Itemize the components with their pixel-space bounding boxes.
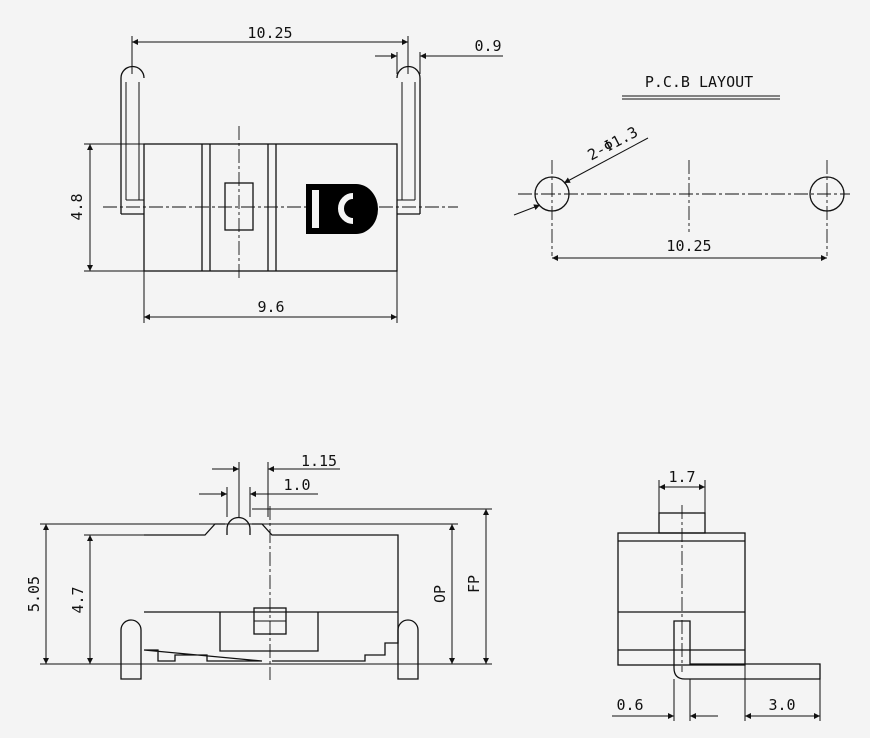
side-view: 1.7 0.6 3.0 — [612, 468, 821, 721]
dim-plunger-outer: 1.15 — [301, 452, 337, 470]
pcb-hole-left — [534, 176, 570, 212]
dim-body-width: 9.6 — [257, 298, 284, 316]
dim-pin-length: 3.0 — [768, 696, 795, 714]
dim-body-height: 4.7 — [69, 586, 87, 613]
top-view: IC 10.25 0.9 4.8 9.6 — [68, 24, 503, 323]
dim-total-height: 5.05 — [25, 576, 43, 612]
dim-pin-thickness: 0.6 — [616, 696, 643, 714]
top-right-pin — [396, 65, 421, 214]
front-left-pin — [120, 619, 142, 680]
front-view: 1.15 1.0 5.05 4.7 OP FP — [25, 452, 492, 680]
pcb-hole-spacing: 10.25 — [666, 237, 711, 255]
top-body — [143, 143, 398, 272]
ic-logo: IC — [306, 184, 378, 234]
front-right-pin — [397, 619, 419, 680]
side-pin — [673, 620, 821, 680]
top-left-pin — [120, 65, 145, 214]
dim-plunger-inner: 1.0 — [283, 476, 310, 494]
side-body — [617, 532, 746, 666]
dim-top-width: 10.25 — [247, 24, 292, 42]
pcb-layout: P.C.B LAYOUT 2-Φ1.3 10.25 — [513, 73, 850, 261]
pcb-hole-spec: 2-Φ1.3 — [585, 123, 641, 164]
label-fp: FP — [465, 575, 483, 593]
front-plunger — [226, 516, 251, 535]
label-op: OP — [431, 585, 449, 603]
pcb-layout-title: P.C.B LAYOUT — [645, 73, 753, 91]
dim-pin-width: 0.9 — [474, 37, 501, 55]
front-body — [143, 523, 399, 662]
pcb-hole-right — [809, 176, 845, 212]
dim-side-plunger: 1.7 — [668, 468, 695, 486]
dim-top-height: 4.8 — [68, 193, 86, 220]
